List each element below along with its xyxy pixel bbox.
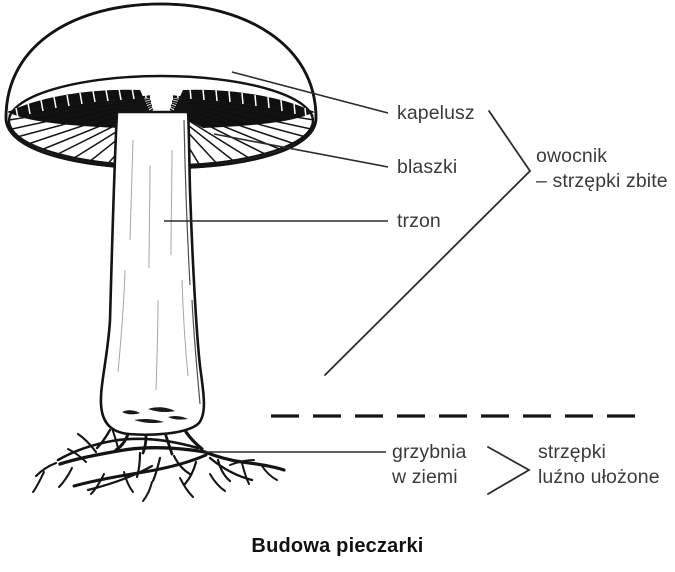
label-kapelusz: kapelusz [397,102,475,124]
stipe-fibres [117,139,189,391]
cap-outline-overstroke [4,2,318,170]
stipe-group [99,110,206,436]
mycelium-hyphae [32,427,286,502]
bracket-mycelium [487,446,531,495]
label-blaszki: blaszki [397,156,458,178]
label-trzon: trzon [397,210,441,232]
label-grzybnia: grzybnia w ziemi [392,441,467,488]
leader-lines [164,71,389,453]
leader-line-cap [231,71,389,114]
gill-teeth [15,86,307,119]
figure-caption: Budowa pieczarki [251,535,424,557]
stipe-outline [99,110,206,436]
bracket-fruiting-body [324,110,532,376]
label-owocnik-group: owocnik – strzępki zbite [536,145,668,192]
stipe-base-texture [122,407,188,424]
label-strzepki-group: strzępki luźno ułożone [538,441,660,488]
stipe-right-shadow [183,119,201,405]
leader-line-gills [213,133,389,168]
